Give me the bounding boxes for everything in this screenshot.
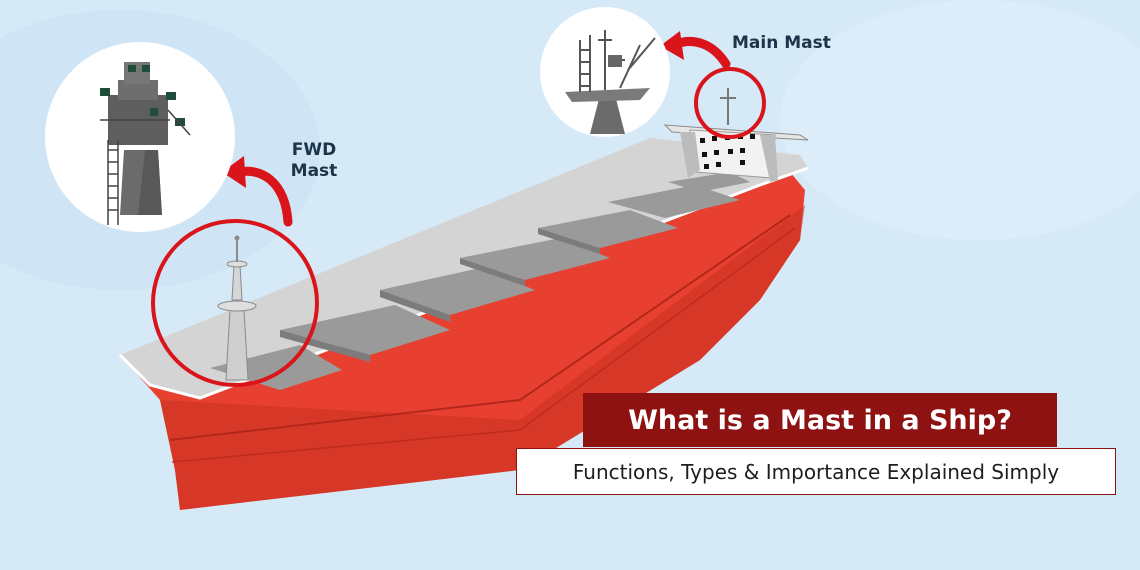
fwd-mast-label-line2: Mast bbox=[290, 161, 338, 181]
fwd-mast-label-line1: FWD bbox=[291, 140, 337, 160]
banner-subtitle: Functions, Types & Importance Explained … bbox=[516, 448, 1116, 495]
fwd-mast-label: FWD Mast bbox=[288, 140, 340, 182]
bridge-superstructure bbox=[663, 88, 809, 182]
curved-arrow-icon bbox=[222, 156, 293, 227]
fwd-mast-zoom-circle bbox=[45, 42, 235, 232]
curved-arrow-icon bbox=[660, 31, 731, 69]
hatch-covers bbox=[210, 172, 750, 390]
ship-hull bbox=[120, 160, 805, 510]
fwd-mast-highlight-ring bbox=[151, 219, 319, 387]
main-mast-highlight-ring bbox=[694, 67, 766, 139]
banner-title: What is a Mast in a Ship? bbox=[583, 393, 1057, 447]
main-mast-zoom-circle bbox=[540, 7, 670, 137]
main-mast-label: Main Mast bbox=[732, 33, 831, 53]
fwd-mast bbox=[217, 235, 257, 381]
